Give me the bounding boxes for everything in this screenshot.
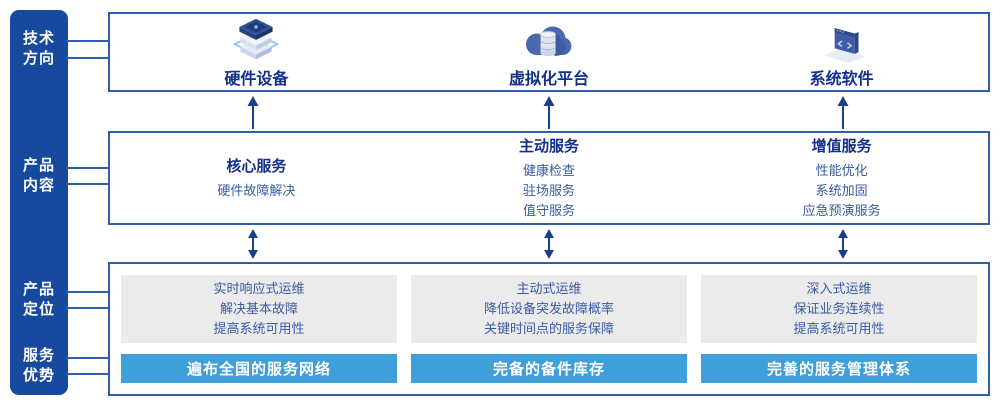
arrow-up-icon [836, 96, 850, 129]
tech-item-label: 系统软件 [809, 71, 874, 88]
sidebar-label-service-advantage: 服务 优势 [10, 346, 68, 386]
connector-line [66, 40, 108, 42]
sidebar-label-line: 产品 [22, 281, 55, 298]
positioning-panel: 主动式运维 降低设备突发故障概率 关键时间点的服务保障 [411, 275, 687, 343]
advantage-banner: 完备的备件库存 [411, 354, 687, 383]
positioning-column-realtime: 实时响应式运维 解决基本故障 提高系统可用性 遍布全国的服务网络 [121, 275, 397, 394]
positioning-line: 深入式运维 [806, 281, 872, 296]
arrow-double-vertical-icon [836, 229, 850, 259]
positioning-line: 实时响应式运维 [213, 281, 305, 296]
advantage-banner: 完善的服务管理体系 [701, 354, 977, 383]
sidebar: 技术 方向 产品 内容 产品 定位 服务 优势 [10, 10, 68, 395]
sidebar-label-line: 技术 [22, 30, 55, 47]
code-window-icon [814, 15, 870, 63]
service-column-core: 核心服务 硬件故障解决 [110, 133, 403, 223]
connector-line [66, 357, 108, 359]
positioning-line: 关键时间点的服务保障 [483, 321, 614, 336]
server-stack-icon [228, 15, 284, 63]
service-item: 性能优化 [815, 163, 868, 178]
positioning-line: 提高系统可用性 [793, 321, 885, 336]
positioning-panel: 实时响应式运维 解决基本故障 提高系统可用性 [121, 275, 397, 343]
tech-item-label: 硬件设备 [224, 71, 289, 88]
positioning-line: 提高系统可用性 [213, 321, 305, 336]
positioning-column-proactive: 主动式运维 降低设备突发故障概率 关键时间点的服务保障 完备的备件库存 [411, 275, 687, 394]
arrow-up-icon [542, 96, 556, 129]
positioning-column-deep: 深入式运维 保证业务连续性 提高系统可用性 完善的服务管理体系 [701, 275, 977, 394]
tech-item-hardware: 硬件设备 [110, 14, 403, 90]
positioning-line: 解决基本故障 [219, 301, 298, 316]
service-item: 值守服务 [523, 203, 576, 218]
tech-direction-box: 硬件设备 虚拟化平台 [108, 12, 990, 92]
sidebar-label-line: 优势 [22, 367, 55, 384]
sidebar-label-tech-direction: 技术 方向 [10, 29, 68, 69]
service-column-value-added: 增值服务 性能优化 系统加固 应急预演服务 [695, 133, 988, 223]
service-item: 驻场服务 [523, 183, 576, 198]
sidebar-label-line: 内容 [22, 177, 55, 194]
connector-line [66, 373, 108, 375]
arrow-double-vertical-icon [542, 229, 556, 259]
product-positioning-box: 实时响应式运维 解决基本故障 提高系统可用性 遍布全国的服务网络 主动式运维 降… [108, 262, 990, 396]
service-column-title: 主动服务 [519, 138, 580, 155]
sidebar-label-line: 服务 [22, 347, 55, 364]
connector-line [66, 57, 108, 59]
advantage-banner: 遍布全国的服务网络 [121, 354, 397, 383]
arrow-double-vertical-icon [246, 229, 260, 259]
connector-line [66, 167, 108, 169]
connector-line [66, 291, 108, 293]
positioning-line: 主动式运维 [516, 281, 582, 296]
tech-item-system-software: 系统软件 [695, 14, 988, 90]
tech-item-label: 虚拟化平台 [509, 71, 590, 88]
service-item: 健康检查 [523, 163, 576, 178]
service-column-title: 核心服务 [226, 158, 287, 175]
service-item: 应急预演服务 [802, 203, 881, 218]
service-column-proactive: 主动服务 健康检查 驻场服务 值守服务 [403, 133, 696, 223]
connector-line [66, 183, 108, 185]
sidebar-label-line: 产品 [22, 157, 55, 174]
sidebar-label-line: 方向 [22, 50, 55, 67]
connector-line [66, 307, 108, 309]
product-content-box: 核心服务 硬件故障解决 主动服务 健康检查 驻场服务 值守服务 增值服务 性能优… [108, 131, 990, 225]
arrow-up-icon [246, 96, 260, 129]
tech-item-virtualization: 虚拟化平台 [403, 14, 696, 90]
service-item: 系统加固 [815, 183, 868, 198]
service-item: 硬件故障解决 [217, 183, 296, 198]
positioning-line: 保证业务连续性 [793, 301, 885, 316]
sidebar-label-product-positioning: 产品 定位 [10, 280, 68, 320]
sidebar-label-line: 定位 [22, 301, 55, 318]
positioning-panel: 深入式运维 保证业务连续性 提高系统可用性 [701, 275, 977, 343]
sidebar-label-product-content: 产品 内容 [10, 156, 68, 196]
positioning-line: 降低设备突发故障概率 [483, 301, 614, 316]
service-column-title: 增值服务 [811, 138, 872, 155]
cloud-database-icon [521, 15, 577, 63]
